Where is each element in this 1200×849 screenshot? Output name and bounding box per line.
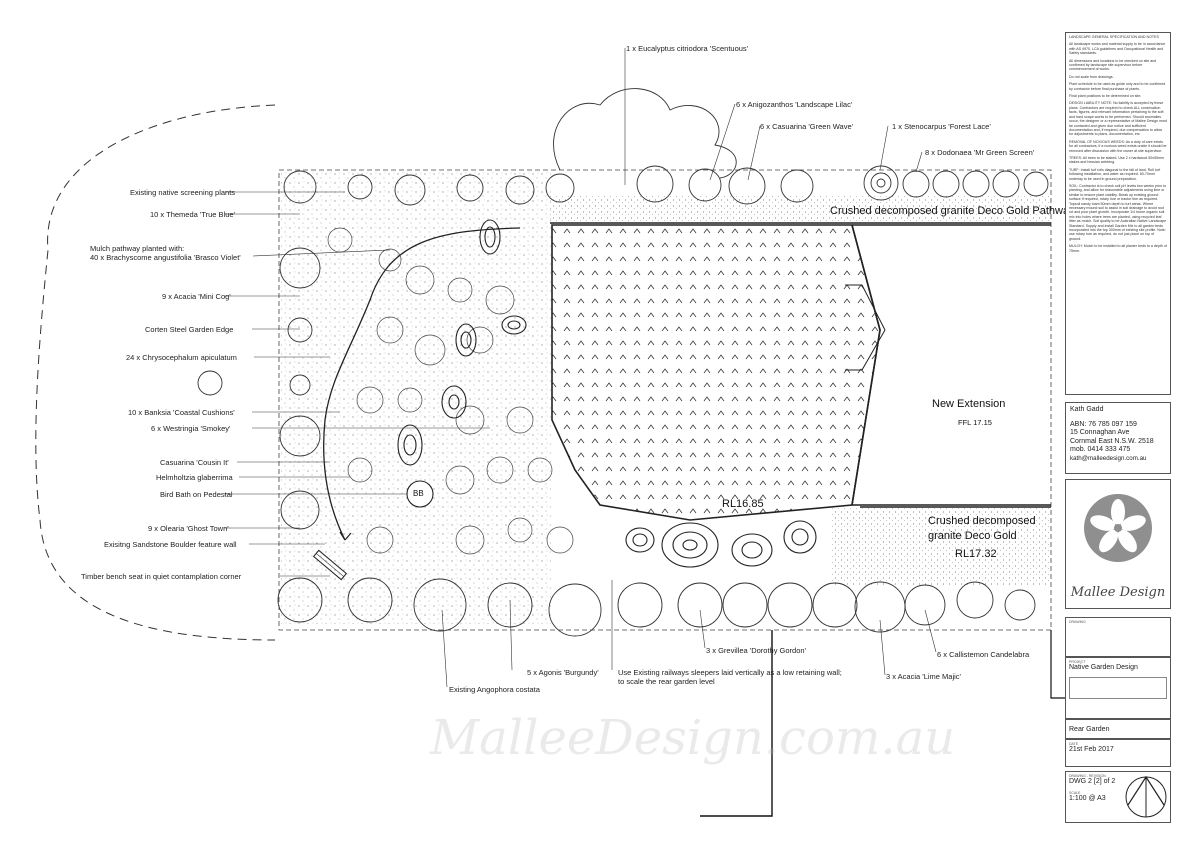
label-existing-screening: Existing native screening plants [130,188,236,197]
label-casuarina-green-wave: 6 x Casuarina 'Green Wave' [760,122,854,131]
contact-mobile: mob. 0414 333 475 [1070,446,1131,454]
bottom-plant-row [487,581,1036,637]
dwg-caption: DRAWING - REVISION [1069,774,1106,778]
title-block: LANDSCAPE GENERAL SPECIFICATION AND NOTE… [1065,32,1171,823]
label-mulch-pathway: Mulch pathway planted with: [90,244,185,253]
project-box: PROJECT Native Garden Design [1065,657,1171,719]
extension-title: New Extension [932,398,1006,410]
project-name: Native Garden Design [1069,664,1138,671]
left-plant-column [197,247,467,632]
angophora-canopy-outline [35,104,276,641]
label-dodonaea: 8 x Dodonaea 'Mr Green Screen' [925,148,1035,157]
notes-para-4: Plant schedule to be used as guide only … [1069,82,1166,91]
contact-details: Kath Gadd ABN: 76 785 097 159 15 Connagh… [1065,402,1171,474]
label-acacia-lime: 3 x Acacia 'Lime Majic' [886,672,961,681]
pathway-bottom-label-line1: Crushed decomposed [928,515,1036,527]
label-westringia: 6 x Westringia 'Smokey' [151,424,231,433]
logo-box: Mallee Design [1065,479,1171,609]
label-banksia: 10 x Banksia 'Coastal Cushions' [128,408,235,417]
notes-para-6: DESIGN LIABILITY NOTE: No liability is a… [1069,101,1167,137]
garden-shrubs [327,227,574,555]
label-agonis: 5 x Agonis 'Burgundy' [527,668,599,677]
label-bird-bath: Bird Bath on Pedestal [160,490,233,499]
pathway-bottom [832,507,1051,585]
label-eucalyptus: 1 x Eucalyptus citriodora 'Scentuous' [626,44,749,53]
label-callistemon: 6 x Callistemon Candelabra [937,650,1030,659]
label-casuarina-cousin: Casuarina 'Cousin It' [160,458,229,467]
section-line [700,630,773,817]
label-sandstone-wall: Exisitng Sandstone Boulder feature wall [104,540,237,549]
drawing-caption: DRAWING [1069,620,1086,624]
drawing-box: DRAWING [1065,617,1171,657]
pathway-top-label: Crushed decomposed granite Deco Gold Pat… [830,205,1075,217]
label-anigozanthos: 6 x Anigozanthos 'Landscape Lilac' [736,100,853,109]
notes-para-3: Do not scale from drawings. [1069,74,1114,79]
contact-address1: 15 Connaghan Ave [1070,429,1130,437]
rl-bottom-label: RL17.32 [955,548,997,560]
pathway-top [550,195,1051,223]
eucalyptus-canopy [553,88,737,179]
notes-para-1: All landscape works and material supply … [1069,42,1166,56]
notes-para-10: SOIL: Contractor is to check soil pH lev… [1069,183,1167,241]
logo-brand-text: Mallee Design [1070,585,1166,600]
mallee-flower-logo-icon [1084,494,1152,562]
label-olearia: 9 x Olearia 'Ghost Town' [148,524,229,533]
revision-scale-box: DRAWING - REVISION DWG 2 [2] of 2 SCALE … [1065,771,1171,823]
leader-lines [224,48,937,688]
contact-abn: ABN: 76 785 097 159 [1070,420,1137,428]
mulch-pathway [323,227,521,541]
contact-address2: Cornmal East N.S.W. 2518 [1070,437,1154,445]
area-name: Rear Garden [1069,726,1110,733]
label-railway-sleepers: Use Existing railways sleepers laid vert… [618,668,842,677]
label-railway-sleepers-2: to scale the rear garden level [618,677,715,686]
scale-value: 1:100 @ A3 [1069,795,1106,802]
date-box: DATE 21st Feb 2017 [1065,739,1171,767]
specification-notes: LANDSCAPE GENERAL SPECIFICATION AND NOTE… [1065,32,1171,395]
new-extension [851,224,1051,506]
date-caption: DATE [1069,742,1079,746]
north-arrow-icon [1125,775,1167,818]
area-box: Rear Garden [1065,719,1171,739]
notes-para-5: Final plant positions to be determined o… [1069,94,1142,99]
contact-email: kath@malleedesign.com.au [1070,454,1147,462]
lawn-area [551,224,881,521]
date-value: 21st Feb 2017 [1069,746,1114,753]
contact-name: Kath Gadd [1070,406,1104,413]
extension-ffl: FFL 17.15 [958,418,992,427]
watermark-text: MalleeDesign.com.au [430,710,956,766]
label-brachyscome: 40 x Brachyscome angustifolia 'Brasco Vi… [90,253,241,262]
bird-bath-label: BB [413,489,424,498]
label-grevillea: 3 x Grevillea 'Dorothy Gordon' [706,646,806,655]
label-timber-bench: Timber bench seat in quiet contamplation… [81,572,242,581]
pathway-bottom-label-line2: granite Deco Gold [928,530,1017,542]
scale-caption: SCALE [1069,791,1081,795]
label-angophora: Existing Angophora costata [449,685,540,694]
project-caption: PROJECT [1069,660,1086,664]
boulders [397,219,817,568]
label-chrysocephalum: 24 x Chrysocephalum apiculatum [126,353,237,362]
notes-para-2: All dimensions and locations to be check… [1069,58,1157,72]
notes-para-9: TURF: Install turf rolls diagonal to the… [1069,167,1161,181]
label-corten-edge: Corten Steel Garden Edge [145,325,234,334]
label-acacia-mini-cog: 9 x Acacia 'Mini Cog' [162,292,231,301]
timber-bench [312,549,348,581]
label-themeda: 10 x Themeda 'True Blue' [150,210,235,219]
label-helmholtzia: Helmholtzia glaberrima [156,473,233,482]
label-stenocarpus: 1 x Stenocarpus 'Forest Lace' [892,122,991,131]
top-plant-row [283,165,1049,206]
notes-para-7: REMOVAL OF NOXIOUS WEEDS: As a duty of c… [1069,139,1167,153]
notes-heading: LANDSCAPE GENERAL SPECIFICATION AND NOTE… [1069,35,1159,39]
lawn-rl-label: RL16.85 [722,498,764,510]
notes-para-8: TREES: All trees to be staked. Use 2 x h… [1069,155,1165,165]
notes-para-11: MULCH: Mulch to be installed to all plan… [1069,244,1167,253]
site-boundary [278,169,1052,631]
dwg-value: DWG 2 [2] of 2 [1069,778,1116,785]
